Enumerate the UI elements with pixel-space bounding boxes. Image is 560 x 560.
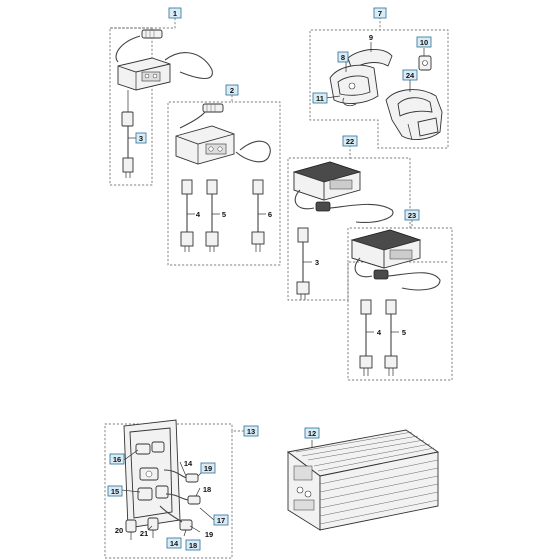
callout-19-upper: 19 [204, 464, 212, 473]
callout-13: 13 [247, 427, 255, 436]
callout-23: 23 [408, 211, 416, 220]
callout-6: 6 [268, 210, 272, 219]
enclosure-12 [286, 429, 440, 531]
callout-8: 8 [341, 53, 345, 62]
charger-kit-23 [347, 212, 453, 381]
callout-4-kit2: 4 [196, 210, 201, 219]
callout-3-kit22: 3 [315, 258, 319, 267]
callout-20: 20 [115, 526, 123, 535]
handle-assembly-7 [309, 17, 449, 149]
callout-22: 22 [346, 137, 354, 146]
panel-assembly-13 [104, 419, 244, 559]
callout-2: 2 [230, 86, 234, 95]
charger-kit-22 [287, 145, 448, 301]
callout-12: 12 [308, 429, 316, 438]
callout-17: 17 [217, 516, 225, 525]
charger-kit-2 [167, 95, 281, 266]
callout-3-kit1: 3 [139, 134, 143, 143]
callout-18-upper: 18 [203, 485, 211, 494]
callout-21: 21 [140, 529, 148, 538]
callout-5-kit2: 5 [222, 210, 226, 219]
callout-24: 24 [406, 71, 415, 80]
callout-10: 10 [420, 38, 428, 47]
callout-15: 15 [111, 487, 119, 496]
callout-4-kit23: 4 [377, 328, 382, 337]
callout-7: 7 [378, 9, 382, 18]
callout-5-kit23: 5 [402, 328, 406, 337]
cord-6 [251, 179, 266, 252]
callout-9: 9 [369, 33, 373, 42]
callout-labels: 1 2 3 4 5 6 7 8 9 10 11 24 22 3 23 4 5 1… [107, 7, 432, 551]
callout-11: 11 [316, 94, 324, 103]
callout-1: 1 [173, 9, 177, 18]
charger-kit-1 [109, 18, 213, 186]
callout-14-lower: 14 [170, 539, 179, 548]
callout-18-lower: 18 [189, 541, 197, 550]
callout-14-upper: 14 [184, 459, 193, 468]
callout-16: 16 [113, 455, 121, 464]
callout-19-lower: 19 [205, 530, 213, 539]
